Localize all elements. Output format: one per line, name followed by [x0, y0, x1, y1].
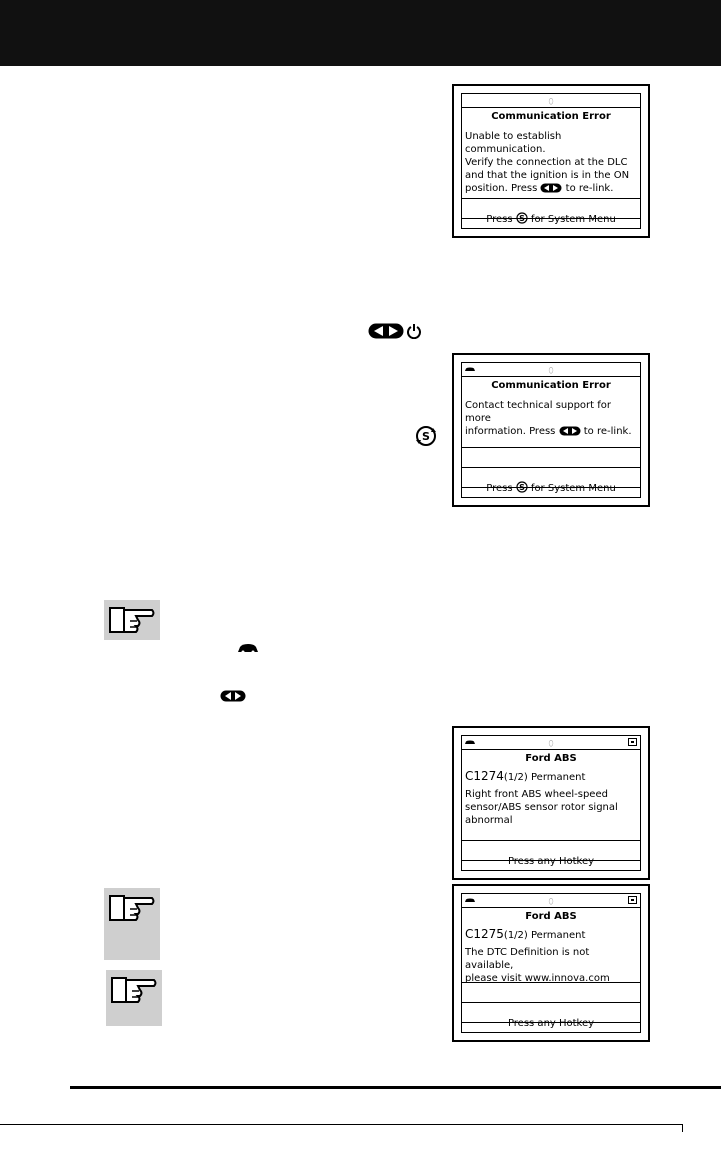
screen-ford-abs-c1274: ⬯ Ford ABS C1274(1/2) Permanent Right fr… — [452, 726, 650, 880]
screen-title: Ford ABS — [525, 753, 577, 764]
bottom-tick — [682, 1124, 683, 1132]
screen-title: Communication Error — [491, 380, 611, 391]
bottom-rule — [0, 1124, 682, 1125]
screen-body: C1274(1/2) Permanent Right front ABS whe… — [465, 769, 618, 827]
screen-title: Communication Error — [491, 111, 611, 122]
screen-footer: Press any Hotkey — [507, 1018, 595, 1029]
battery-icon — [628, 738, 637, 746]
dtc-code: C1274 — [465, 769, 504, 783]
bluetooth-icon: ⬯ — [548, 897, 554, 906]
screen-footer: Press S for System Menu — [486, 481, 616, 494]
screen-body: Unable to establish communication. Verif… — [465, 131, 630, 194]
bluetooth-icon: ⬯ — [548, 366, 554, 375]
status-bar: ⬯ — [462, 94, 640, 108]
note-hand-icon — [106, 970, 162, 1026]
status-bar: ⬯ — [462, 894, 640, 908]
note-hand-icon — [104, 600, 160, 640]
vehicle-icon — [238, 644, 258, 653]
link-arrows-icon — [559, 426, 581, 436]
system-menu-icon: S — [416, 426, 436, 446]
screen-body: Contact technical support for more infor… — [465, 400, 632, 437]
svg-text:S: S — [519, 214, 525, 223]
vehicle-icon — [465, 898, 475, 902]
status-bar: ⬯ — [462, 363, 640, 377]
screen-communication-error-1: ⬯ Communication Error Unable to establis… — [452, 84, 650, 238]
svg-text:S: S — [422, 430, 430, 443]
screen-communication-error-2: ⬯ Communication Error Contact technical … — [452, 353, 650, 507]
dtc-qualifier: (1/2) Permanent — [503, 772, 586, 783]
system-menu-icon: S — [516, 481, 528, 493]
dtc-qualifier: (1/2) Permanent — [503, 930, 586, 941]
link-arrows-icon — [540, 183, 562, 193]
screen-footer: Press any Hotkey — [507, 856, 595, 867]
note-hand-icon — [104, 888, 160, 960]
power-icon — [407, 324, 421, 339]
page-header-bar — [0, 0, 721, 66]
bluetooth-icon: ⬯ — [548, 739, 554, 748]
link-arrows-icon — [368, 323, 404, 339]
vehicle-icon — [465, 740, 475, 744]
screen-body: C1275(1/2) Permanent The DTC Definition … — [465, 927, 610, 985]
status-bar: ⬯ — [462, 736, 640, 750]
battery-icon — [628, 896, 637, 904]
svg-text:S: S — [519, 483, 525, 492]
screen-footer: Press S for System Menu — [486, 212, 616, 225]
link-arrows-icon — [220, 690, 246, 702]
system-menu-icon: S — [516, 212, 528, 224]
footer-rule — [70, 1086, 721, 1089]
dtc-code: C1275 — [465, 927, 504, 941]
bluetooth-icon: ⬯ — [548, 97, 554, 106]
screen-title: Ford ABS — [525, 911, 577, 922]
screen-ford-abs-c1275: ⬯ Ford ABS C1275(1/2) Permanent The DTC … — [452, 884, 650, 1042]
vehicle-icon — [465, 367, 475, 371]
